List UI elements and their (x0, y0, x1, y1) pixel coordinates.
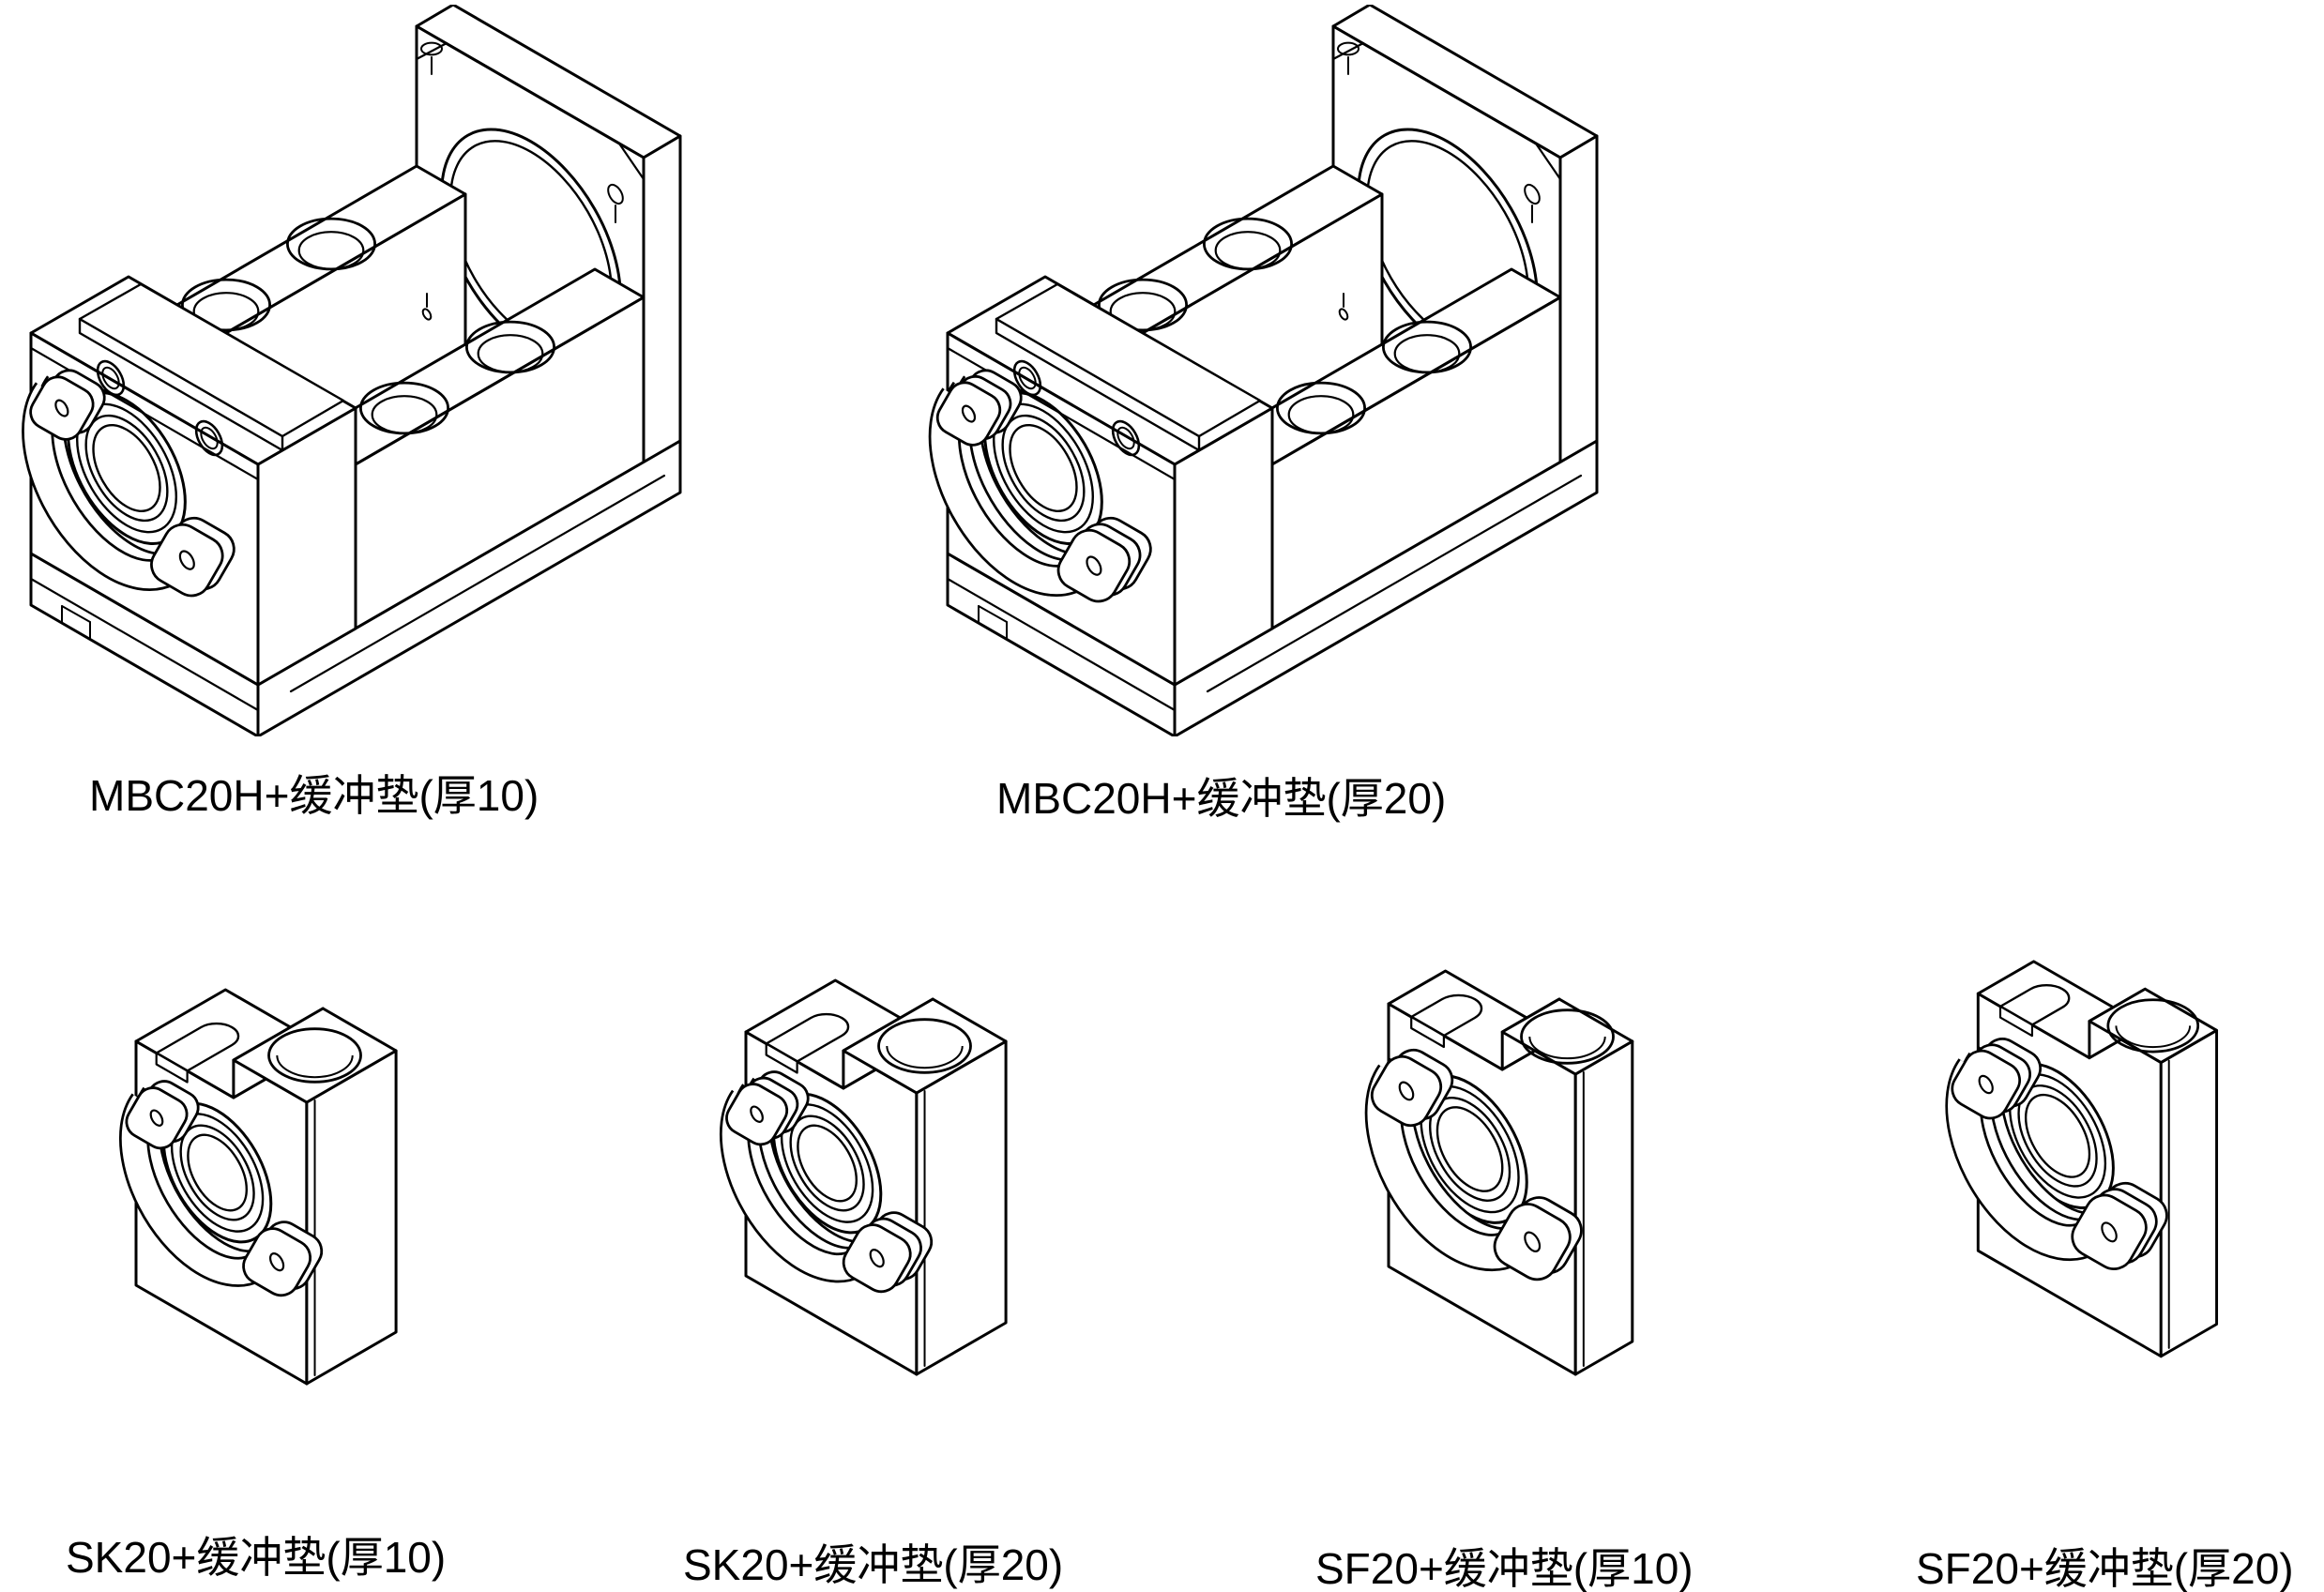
drawing-sk20-pad20 (690, 966, 1102, 1407)
caption-mbc20h-pad20: MBC20H+缓冲垫(厚20) (996, 774, 1447, 823)
isometric-drawing-mbc20h-pad10 (22, 5, 682, 736)
caption-sk20-pad10: SK20+缓冲垫(厚10) (66, 1533, 447, 1582)
drawing-sf20-pad10 (1346, 966, 1722, 1407)
caption-sk20-pad20: SK20+缓冲垫(厚20) (683, 1540, 1064, 1589)
isometric-drawing-mbc20h-pad20 (928, 5, 1599, 736)
isometric-drawing-sk20-pad20 (719, 978, 1008, 1376)
drawing-sk20-pad10 (80, 976, 493, 1417)
caption-sf20-pad20: SF20+缓冲垫(厚20) (1916, 1544, 2294, 1592)
caption-sf20-pad10: SF20+缓冲垫(厚10) (1315, 1544, 1694, 1592)
drawing-mbc20h-pad20 (924, 5, 1618, 736)
drawing-mbc20h-pad10 (8, 5, 702, 736)
caption-mbc20h-pad10: MBC20H+缓冲垫(厚10) (89, 771, 539, 820)
isometric-drawing-sf20-pad20 (1945, 960, 2219, 1358)
drawing-sf20-pad20 (1928, 957, 2313, 1388)
isometric-drawing-sf20-pad10 (1364, 969, 1634, 1376)
isometric-drawing-sk20-pad10 (119, 988, 398, 1386)
